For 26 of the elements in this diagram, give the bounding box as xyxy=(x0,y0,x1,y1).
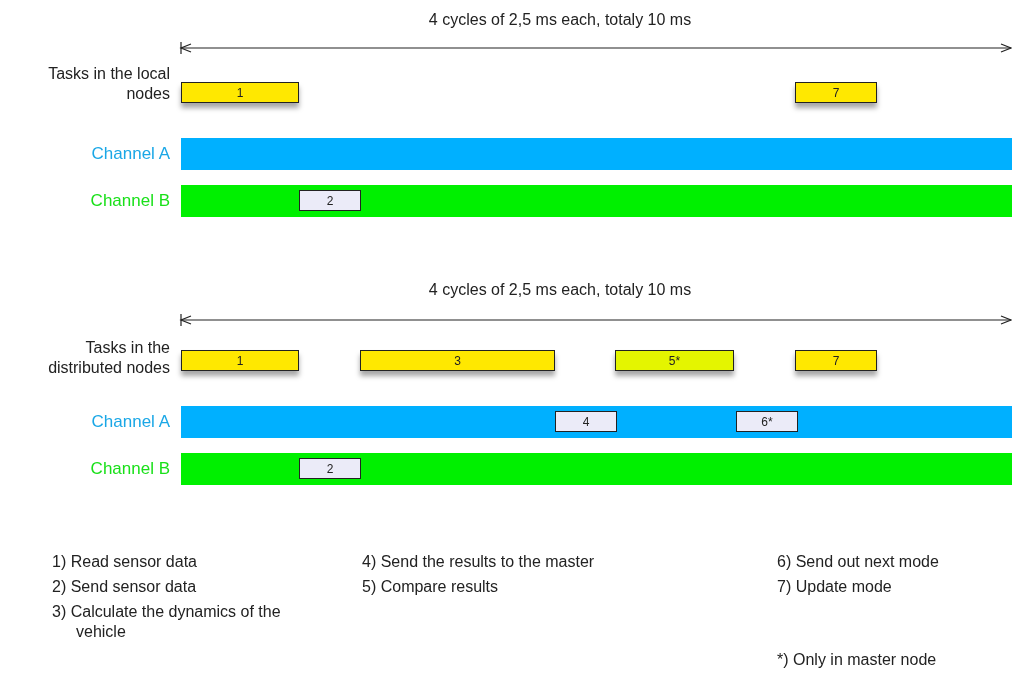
dimension-label: 4 cycles of 2,5 ms each, totaly 10 ms xyxy=(427,10,693,30)
legend-text: 2) Send sensor data xyxy=(52,577,198,597)
channel-label: Channel A xyxy=(90,412,170,432)
message-block: 6* xyxy=(736,411,798,432)
dimension-label: 4 cycles of 2,5 ms each, totaly 10 ms xyxy=(427,280,693,300)
legend-text: 6) Send out next mode xyxy=(777,552,940,572)
task-block: 1 xyxy=(181,82,299,103)
task-block: 5* xyxy=(615,350,734,371)
message-block: 2 xyxy=(299,458,361,479)
channel-label: Channel B xyxy=(89,191,170,211)
task-block: 7 xyxy=(795,82,877,103)
legend-text: 3) Calculate the dynamics of the vehicle xyxy=(52,602,282,642)
legend-text: 7) Update mode xyxy=(777,577,893,597)
task-block: 7 xyxy=(795,350,877,371)
row-label: Tasks in the distributed nodes xyxy=(47,338,170,378)
channel-label: Channel A xyxy=(90,144,170,164)
legend-text: 1) Read sensor data xyxy=(52,552,198,572)
message-block: 2 xyxy=(299,190,361,211)
message-block: 4 xyxy=(555,411,617,432)
channel-label: Channel B xyxy=(89,459,170,479)
task-block: 1 xyxy=(181,350,299,371)
footnote: *) Only in master node xyxy=(777,650,938,670)
task-block: 3 xyxy=(360,350,555,371)
legend-text: 4) Send the results to the master xyxy=(362,552,596,572)
row-label: Tasks in the local nodes xyxy=(47,64,170,104)
legend-text: 5) Compare results xyxy=(362,577,500,597)
